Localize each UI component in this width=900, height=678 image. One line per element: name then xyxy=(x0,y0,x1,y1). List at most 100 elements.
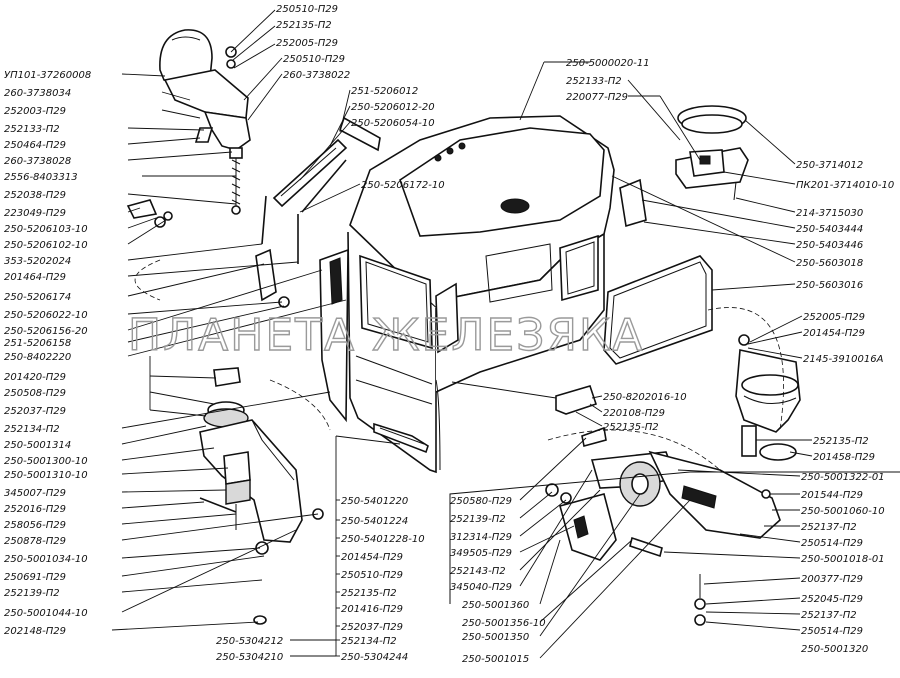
part-label: 252003-П29 xyxy=(4,106,66,117)
part-label: 223049-П29 xyxy=(4,208,66,219)
part-label: 252133-П2 xyxy=(566,76,622,87)
cab-body xyxy=(319,115,615,474)
part-label: 252045-П29 xyxy=(801,594,863,605)
part-label: 250-5000020-11 xyxy=(566,58,650,69)
part-label: 202148-П29 xyxy=(4,626,66,637)
front-mount-frame xyxy=(134,259,161,301)
part-label: 345040-П29 xyxy=(450,582,512,593)
mirror-assembly xyxy=(126,116,381,308)
part-label: 252134-П2 xyxy=(341,636,397,647)
part-label: 250514-П29 xyxy=(801,626,863,637)
part-label: 250-5001320 xyxy=(801,644,868,655)
part-label: 252133-П2 xyxy=(4,124,60,135)
part-label: 252038-П29 xyxy=(4,190,66,201)
part-label: 250-5001044-10 xyxy=(4,608,88,619)
part-label: 252134-П2 xyxy=(4,424,60,435)
part-label: 252137-П2 xyxy=(801,522,857,533)
beacon-lamp xyxy=(675,105,749,201)
part-label: 252139-П2 xyxy=(450,514,506,525)
part-label: 250-5001018-01 xyxy=(801,554,885,565)
part-label: 250-5001322-01 xyxy=(801,472,885,483)
rear-mount-assembly xyxy=(545,426,781,626)
leader-lines xyxy=(111,9,813,659)
part-label: 250-5206022-10 xyxy=(4,310,88,321)
part-label: 2145-3910016А xyxy=(803,354,884,365)
part-label: 201420-П29 xyxy=(4,372,66,383)
part-label: 250-5001350 xyxy=(462,632,529,643)
part-label: 220077-П29 xyxy=(566,92,628,103)
part-label: 250-5206156-20 xyxy=(4,326,88,337)
part-label: ПК201-3714010-10 xyxy=(796,180,894,191)
side-glass-panels xyxy=(603,178,713,365)
part-label: 250-5304210 xyxy=(216,652,283,663)
part-label: 250-5401224 xyxy=(341,516,408,527)
part-label: 250-5206054-10 xyxy=(351,118,435,129)
door-bracket xyxy=(451,381,598,415)
part-label: 214-3715030 xyxy=(796,208,863,219)
part-label: 251-5206158 xyxy=(4,338,71,349)
part-label: 250-5001310-10 xyxy=(4,470,88,481)
part-label: 250508-П29 xyxy=(4,388,66,399)
part-label: УП101-37260008 xyxy=(4,70,91,81)
part-label: 250-5206174 xyxy=(4,292,71,303)
part-label: 250691-П29 xyxy=(4,572,66,583)
part-label: 250510-П29 xyxy=(276,4,338,15)
part-label: 250-3714012 xyxy=(796,160,863,171)
part-label: 201454-П29 xyxy=(341,552,403,563)
part-label: 250-5001360 xyxy=(462,600,529,611)
part-label: 250-5001300-10 xyxy=(4,456,88,467)
part-label: 353-5202024 xyxy=(4,256,71,267)
part-label: 258056-П29 xyxy=(4,520,66,531)
part-label: 250-5001356-10 xyxy=(462,618,546,629)
part-label: 250-5401220 xyxy=(341,496,408,507)
part-label: 250514-П29 xyxy=(801,538,863,549)
part-label: 345007-П29 xyxy=(4,488,66,499)
part-label: 252137-П2 xyxy=(801,610,857,621)
part-label: 252037-П29 xyxy=(341,622,403,633)
lamp-bracket xyxy=(707,307,801,461)
part-label: 201416-П29 xyxy=(341,604,403,615)
part-label: 201454-П29 xyxy=(803,328,865,339)
part-label: 250-5403446 xyxy=(796,240,863,251)
part-label: 312314-П29 xyxy=(450,532,512,543)
part-label: 201458-П29 xyxy=(813,452,875,463)
part-label: 349505-П29 xyxy=(450,548,512,559)
part-labels: 250510-П29 252135-П2 252005-П29 УП101-37… xyxy=(4,4,894,665)
part-label: 250-5304212 xyxy=(216,636,283,647)
part-label: 260-3738034 xyxy=(4,88,71,99)
part-label: 250-8402220 xyxy=(4,352,71,363)
part-label: 220108-П29 xyxy=(603,408,665,419)
part-label: 251-5206012 xyxy=(351,86,418,97)
part-label: 252139-П2 xyxy=(4,588,60,599)
part-label: 250-5001060-10 xyxy=(801,506,885,517)
part-label: 250-5206102-10 xyxy=(4,240,88,251)
part-label: 252135-П2 xyxy=(603,422,659,433)
part-label: 252005-П29 xyxy=(276,38,338,49)
part-label: 250-5001034-10 xyxy=(4,554,88,565)
part-label: 250464-П29 xyxy=(4,140,66,151)
part-label: 250-5206172-10 xyxy=(361,180,445,191)
front-mount-assembly xyxy=(199,367,331,625)
part-label: 252143-П2 xyxy=(450,566,506,577)
part-label: 252135-П2 xyxy=(276,20,332,31)
watermark: ПЛАНЕТА ЖЕЛЕЗЯКА xyxy=(128,310,644,361)
part-label: 250510-П29 xyxy=(341,570,403,581)
part-label: 250-5206103-10 xyxy=(4,224,88,235)
part-label: 250-5603018 xyxy=(796,258,863,269)
part-label: 252135-П2 xyxy=(813,436,869,447)
roof-lamp-assembly xyxy=(159,29,251,215)
part-label: 201464-П29 xyxy=(4,272,66,283)
part-label: 252016-П29 xyxy=(4,504,66,515)
part-label: 250878-П29 xyxy=(4,536,66,547)
part-label: 250-8202016-10 xyxy=(603,392,687,403)
part-label: 201544-П29 xyxy=(801,490,863,501)
part-label: 2556-8403313 xyxy=(4,172,78,183)
part-label: 250-5001015 xyxy=(462,654,529,665)
part-label: 200377-П29 xyxy=(801,574,863,585)
part-label: 252037-П29 xyxy=(4,406,66,417)
part-label: 250-5001314 xyxy=(4,440,71,451)
part-label: 250-5603016 xyxy=(796,280,863,291)
part-label: 260-3738022 xyxy=(283,70,350,81)
part-label: 250-5401228-10 xyxy=(341,534,425,545)
